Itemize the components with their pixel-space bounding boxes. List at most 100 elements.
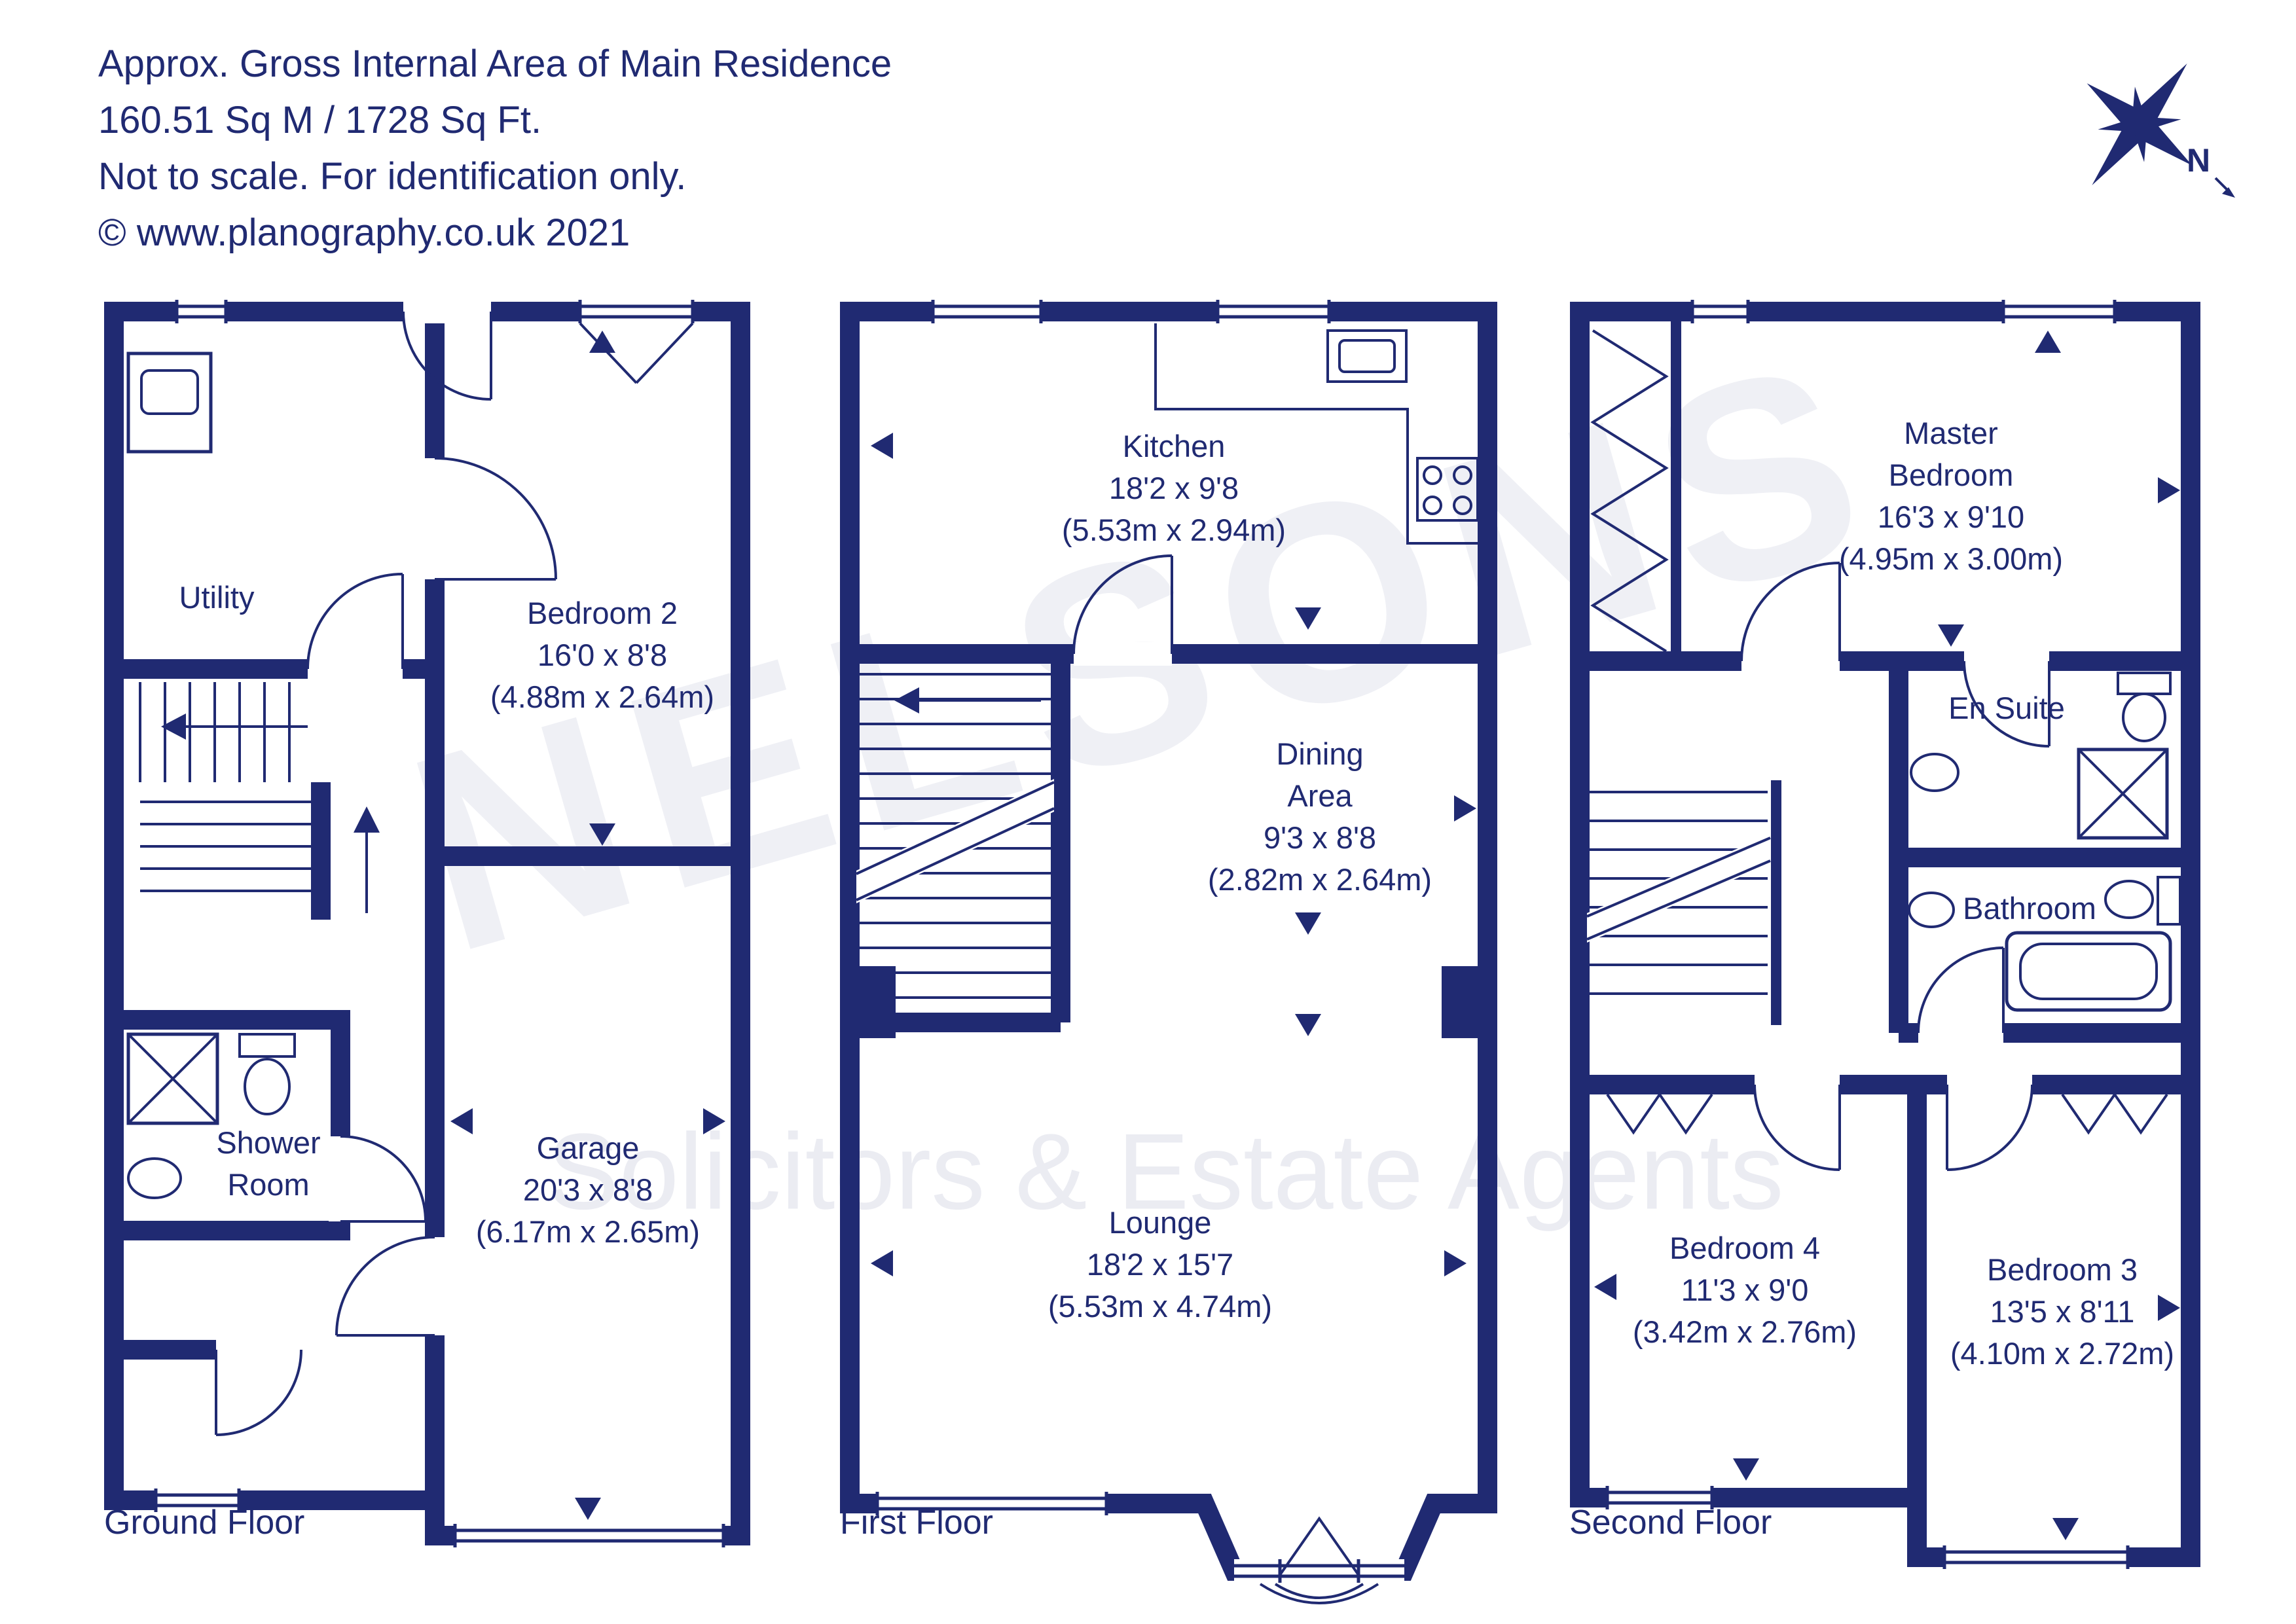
measure-arrows: [871, 433, 1476, 1276]
header-size-line: 160.51 Sq M / 1728 Sq Ft.: [98, 99, 542, 141]
shower-tray: [126, 1032, 219, 1125]
room-label-dining-area: Dining Area 9'3 x 8'8 (2.82m x 2.64m): [1208, 733, 1432, 901]
basin: [1908, 892, 1955, 928]
door-arc: [1753, 1073, 1841, 1171]
floor-label-first: First Floor: [840, 1504, 993, 1542]
bay-window: [1234, 1516, 1404, 1604]
floor-label-ground: Ground Floor: [104, 1504, 305, 1542]
window: [154, 1489, 241, 1512]
room-name: Shower Room: [216, 1125, 321, 1202]
room-name: Bedroom 3: [1987, 1252, 2138, 1287]
room-label-master-bedroom: Master Bedroom 16'3 x 9'10 (4.95m x 3.00…: [1839, 412, 2063, 580]
window: [578, 300, 695, 384]
window: [1605, 1486, 1714, 1509]
door-arc: [335, 1236, 446, 1337]
room-label-garage: Garage 20'3 x 8'8 (6.17m x 2.65m): [476, 1127, 700, 1253]
room-name: Bedroom 2: [527, 596, 678, 630]
room-label-bathroom: Bathroom: [1963, 888, 2096, 929]
door-arc: [215, 1349, 302, 1436]
room-imperial: 20'3 x 8'8: [522, 1172, 653, 1207]
room-metric: (5.53m x 2.94m): [1061, 513, 1286, 547]
garage-door: [453, 1524, 725, 1547]
room-name: Garage: [536, 1130, 640, 1165]
room-name: Kitchen: [1122, 429, 1226, 463]
room-metric: (2.82m x 2.64m): [1207, 862, 1432, 897]
header-area-line: Approx. Gross Internal Area of Main Resi…: [98, 43, 892, 85]
stairs: [856, 673, 1055, 999]
room-name: Utility: [179, 580, 255, 615]
room-name: Dining Area: [1276, 736, 1364, 813]
room-label-bedroom-4: Bedroom 4 11'3 x 9'0 (3.42m x 2.76m): [1633, 1227, 1857, 1353]
room-metric: (5.53m x 4.74m): [1048, 1289, 1273, 1324]
stairs: [139, 682, 380, 913]
toilet: [238, 1033, 296, 1115]
basin: [1910, 753, 1959, 792]
room-label-en-suite: En Suite: [1948, 687, 2065, 729]
door-arc: [306, 573, 404, 681]
room-imperial: 18'2 x 9'8: [1108, 471, 1239, 505]
kitchen-counter: [1154, 323, 1478, 545]
room-label-utility: Utility: [179, 577, 255, 619]
room-label-lounge: Lounge 18'2 x 15'7 (5.53m x 4.74m): [1048, 1202, 1272, 1327]
room-metric: (4.88m x 2.64m): [490, 679, 715, 714]
room-name: Bathroom: [1963, 891, 2096, 926]
compass-icon: [2086, 63, 2193, 185]
floor-label-second: Second Floor: [1569, 1504, 1772, 1542]
door-arc: [1740, 562, 1841, 673]
door-arc: [329, 1135, 427, 1223]
room-name: En Suite: [1948, 691, 2065, 725]
room-label-bedroom-3: Bedroom 3 13'5 x 8'11 (4.10m x 2.72m): [1950, 1249, 2174, 1375]
window: [875, 1492, 1108, 1515]
window: [1942, 1545, 2130, 1569]
stairs: [1586, 791, 1771, 995]
door-arc: [402, 300, 492, 401]
room-name: Lounge: [1108, 1205, 1212, 1240]
room-label-kitchen: Kitchen 18'2 x 9'8 (5.53m x 2.94m): [1062, 425, 1286, 551]
door-arc: [1917, 947, 2005, 1045]
basin: [127, 1157, 182, 1199]
toilet: [2104, 876, 2181, 926]
room-metric: (4.95m x 3.00m): [1838, 541, 2064, 576]
kitchen-sink: [1326, 329, 1408, 383]
window: [2001, 300, 2117, 323]
door-arc: [1946, 1073, 2033, 1171]
header-copyright-line: © www.planography.co.uk 2021: [98, 211, 630, 254]
room-imperial: 9'3 x 8'8: [1263, 820, 1377, 855]
room-label-bedroom-2: Bedroom 2 16'0 x 8'8 (4.88m x 2.64m): [490, 592, 714, 718]
toilet: [2117, 672, 2172, 742]
utility-sink: [126, 352, 213, 454]
shower-tray: [2077, 748, 2169, 840]
room-imperial: 16'3 x 9'10: [1877, 499, 2025, 534]
north-arrowhead: [2222, 187, 2235, 198]
window: [931, 300, 1043, 323]
room-metric: (4.10m x 2.72m): [1950, 1336, 2175, 1371]
room-metric: (6.17m x 2.65m): [475, 1214, 701, 1249]
chimney-breast: [860, 966, 896, 1038]
wardrobe: [1590, 329, 2168, 1135]
window: [1216, 300, 1331, 323]
header: Approx. Gross Internal Area of Main Resi…: [98, 36, 892, 261]
first-floor-plan: [840, 300, 1497, 1604]
room-name: Master Bedroom: [1888, 416, 2014, 492]
room-name: Bedroom 4: [1669, 1231, 1820, 1265]
window: [1690, 300, 1750, 323]
room-imperial: 18'2 x 15'7: [1086, 1247, 1234, 1282]
second-floor-plan: [1570, 300, 2200, 1569]
chimney-breast: [1442, 966, 1478, 1038]
door-arc: [423, 457, 557, 581]
door-arc: [1072, 554, 1173, 666]
hob: [1416, 457, 1479, 522]
room-imperial: 16'0 x 8'8: [537, 638, 668, 672]
room-label-shower-room: Shower Room: [203, 1122, 334, 1206]
compass-north-label: N: [2187, 142, 2210, 179]
room-imperial: 11'3 x 9'0: [1681, 1272, 1809, 1307]
measure-arrows: [1594, 331, 2180, 1540]
header-disclaimer-line: Not to scale. For identification only.: [98, 155, 687, 198]
measure-arrows: [450, 331, 725, 1520]
window: [175, 300, 228, 323]
door-arc: [1963, 649, 2050, 748]
ground-floor-plan: [104, 300, 750, 1547]
room-imperial: 13'5 x 8'11: [1990, 1294, 2135, 1329]
